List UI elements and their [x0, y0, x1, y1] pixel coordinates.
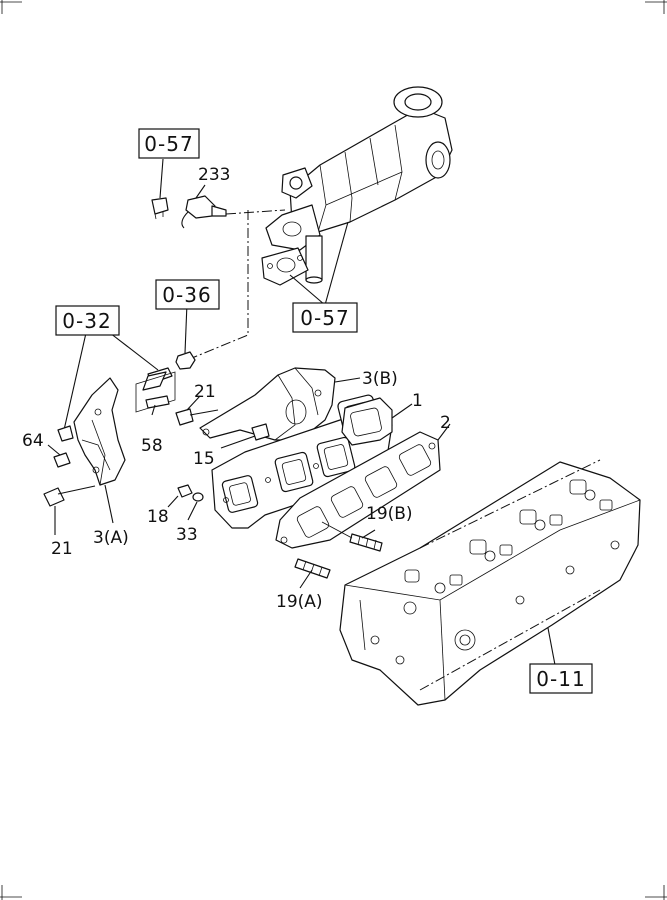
callout-18: 18: [147, 507, 169, 527]
callout-2: 2: [440, 413, 451, 433]
heat-shield-3b: [175, 367, 361, 449]
heat-shield-3a: [43, 332, 126, 535]
callout-233: 233: [198, 165, 230, 185]
callout-33: 33: [176, 525, 198, 545]
callout-15: 15: [193, 449, 215, 469]
alignment-lines: [191, 209, 286, 359]
callout-3b: 3(B): [362, 369, 398, 389]
ref-box-0-57-top[interactable]: 0-57: [138, 128, 200, 159]
ref-label: 0-57: [144, 132, 193, 156]
cylinder-head: [339, 459, 641, 706]
exhaust-manifold: [211, 394, 393, 529]
gasket-1: [341, 397, 413, 446]
callout-19a: 19(A): [276, 592, 323, 612]
ref-label: 0-32: [62, 309, 111, 333]
ref-label: 0-57: [300, 306, 349, 330]
studs-19: [294, 521, 383, 589]
callout-64: 64: [22, 431, 44, 451]
callout-3a: 3(A): [93, 528, 129, 548]
ref-label: 0-36: [162, 283, 211, 307]
ref-box-0-11[interactable]: 0-11: [529, 663, 593, 694]
part-callouts: 233 3(B) 1 2 21 58 64 15 18 33 19(B) 19(…: [22, 165, 451, 612]
gasket-2: [275, 423, 451, 549]
ref-box-0-57-bottom[interactable]: 0-57: [292, 302, 358, 333]
ref-box-0-32[interactable]: 0-32: [55, 305, 120, 336]
egr-cooler-assembly: [261, 86, 453, 286]
ref-label: 0-11: [536, 667, 585, 691]
callout-1: 1: [412, 391, 423, 411]
nut-18-washer-33: [167, 484, 204, 521]
callout-21-upper: 21: [194, 382, 216, 402]
callout-19b: 19(B): [366, 504, 413, 524]
nut-and-stud: [109, 302, 196, 416]
callout-58: 58: [141, 436, 163, 456]
ref-box-0-36[interactable]: 0-36: [155, 279, 220, 310]
sensor-233: [151, 158, 227, 229]
callout-21-lower: 21: [51, 539, 73, 559]
leader-lines-cooler: [289, 221, 349, 306]
